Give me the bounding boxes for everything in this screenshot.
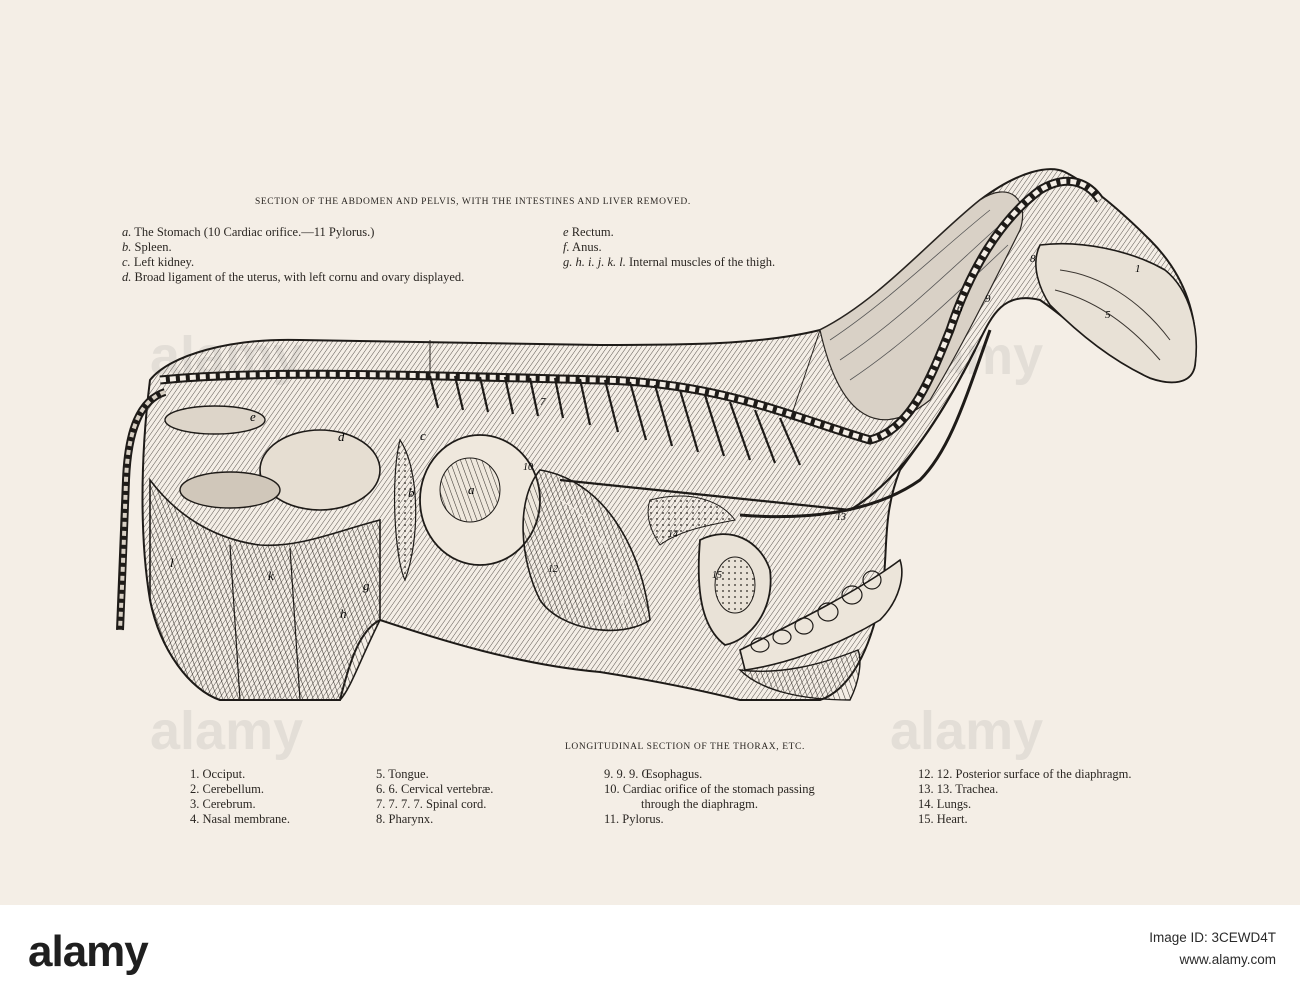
legend-item-continued: through the diaphragm. bbox=[641, 797, 758, 811]
watermark-bottom-right: alamy bbox=[890, 701, 1044, 761]
legend-item: 15. Heart. bbox=[918, 812, 968, 826]
legend-item: 10. Cardiac orifice of the stomach passi… bbox=[604, 782, 815, 796]
legend-key: b. bbox=[122, 240, 132, 254]
legend-text: Left kidney. bbox=[133, 255, 195, 269]
legend-item: 8. Pharynx. bbox=[376, 812, 434, 826]
label-10: 10 bbox=[523, 462, 533, 473]
sternebrae bbox=[750, 570, 882, 653]
legend-item: 11. Pylorus. bbox=[604, 812, 664, 826]
alamy-logo[interactable]: alamy bbox=[28, 927, 149, 976]
watermark-bottom-left: alamy bbox=[150, 701, 304, 761]
number-legend-col4: 12. 12. Posterior surface of the diaphra… bbox=[918, 767, 1131, 827]
legend-text: Anus. bbox=[572, 240, 602, 254]
spleen bbox=[393, 438, 417, 582]
legend-item: 7. 7. 7. 7. Spinal cord. bbox=[376, 797, 487, 811]
label-l: l bbox=[170, 555, 174, 570]
legend-item: 9. 9. 9. Œsophagus. bbox=[604, 767, 703, 781]
legend-item: 3. Cerebrum. bbox=[190, 797, 256, 811]
site-url[interactable]: www.alamy.com bbox=[1179, 952, 1276, 967]
label-k: k bbox=[268, 568, 274, 583]
thigh-muscles bbox=[149, 477, 381, 701]
diaphragm bbox=[522, 469, 651, 632]
footer-meta: Image ID: 3CEWD4T www.alamy.com bbox=[1149, 927, 1276, 971]
rib-cage bbox=[428, 375, 802, 466]
label-6: 6 bbox=[957, 303, 963, 315]
image-id: Image ID: 3CEWD4T bbox=[1149, 930, 1276, 945]
legend-item: 6. 6. Cervical vertebræ. bbox=[376, 782, 494, 796]
legend-row-c: c. Left kidney. bbox=[122, 255, 464, 270]
lungs bbox=[647, 495, 736, 546]
legend-key: e bbox=[563, 225, 569, 239]
number-legend-col2: 5. Tongue. 6. 6. Cervical vertebræ. 7. 7… bbox=[376, 767, 493, 827]
label-7: 7 bbox=[540, 396, 546, 408]
label-1: 1 bbox=[1135, 263, 1141, 275]
legend-key: d. bbox=[122, 270, 132, 284]
legend-row-a: a. The Stomach (10 Cardiac orifice.—11 P… bbox=[122, 225, 464, 240]
legend-row-e: e Rectum. bbox=[563, 225, 775, 240]
legend-item: 12. 12. Posterior surface of the diaphra… bbox=[918, 767, 1132, 781]
label-h: h bbox=[340, 606, 347, 621]
label-5: 5 bbox=[1105, 309, 1111, 321]
number-legend-col1: 1. Occiput. 2. Cerebellum. 3. Cerebrum. … bbox=[190, 767, 290, 827]
label-12: 12 bbox=[548, 564, 558, 575]
label-b: b bbox=[408, 485, 415, 500]
legend-row-b: b. Spleen. bbox=[122, 240, 464, 255]
head bbox=[1035, 242, 1198, 384]
label-a: a bbox=[468, 482, 475, 497]
trachea bbox=[739, 329, 992, 519]
label-9: 9 bbox=[985, 293, 991, 305]
legend-key: a. bbox=[122, 225, 132, 239]
label-13: 13 bbox=[836, 512, 846, 523]
label-14: 14 bbox=[668, 529, 678, 540]
legend-key: f. bbox=[563, 240, 570, 254]
legend-key: c. bbox=[122, 255, 131, 269]
legend-row-d: d. Broad ligament of the uterus, with le… bbox=[122, 270, 464, 285]
legend-item: 14. Lungs. bbox=[918, 797, 972, 811]
legend-item: 1. Occiput. bbox=[190, 767, 246, 781]
label-15: 15 bbox=[712, 570, 722, 581]
legend-text: Broad ligament of the uterus, with left … bbox=[134, 270, 465, 284]
letter-legend-left: a. The Stomach (10 Cardiac orifice.—11 P… bbox=[122, 225, 464, 285]
neck-muscle bbox=[819, 191, 1024, 421]
spinal-column bbox=[159, 176, 1104, 445]
legend-text: The Stomach (10 Cardiac orifice.—11 Pylo… bbox=[134, 225, 375, 239]
legend-key: g. h. i. j. k. l. bbox=[563, 255, 626, 269]
top-caption: SECTION OF THE ABDOMEN AND PELVIS, WITH … bbox=[255, 197, 691, 207]
legend-item: 13. 13. Trachea. bbox=[918, 782, 999, 796]
letter-legend-right: e Rectum. f. Anus. g. h. i. j. k. l. Int… bbox=[563, 225, 775, 270]
label-e: e bbox=[250, 409, 256, 424]
legend-item: 5. Tongue. bbox=[376, 767, 429, 781]
label-d: d bbox=[338, 429, 345, 444]
oesophagus bbox=[559, 349, 976, 512]
legend-text: Rectum. bbox=[571, 225, 614, 239]
label-8: 8 bbox=[1030, 253, 1036, 265]
rectum bbox=[164, 405, 266, 435]
bottom-caption: LONGITUDINAL SECTION OF THE THORAX, ETC. bbox=[565, 742, 805, 752]
fore-leg bbox=[738, 649, 861, 701]
uterus-ligament bbox=[259, 429, 381, 511]
legend-item: 2. Cerebellum. bbox=[190, 782, 264, 796]
label-c: c bbox=[420, 428, 426, 443]
number-legend-col3: 9. 9. 9. Œsophagus. 10. Cardiac orifice … bbox=[604, 767, 815, 827]
legend-text: Internal muscles of the thigh. bbox=[628, 255, 776, 269]
legend-row-f: f. Anus. bbox=[563, 240, 775, 255]
horse-anatomy-illustration: 1 5 6 8 9 7 10 12 13 14 15 a b c d e g h… bbox=[116, 168, 1198, 701]
label-g: g bbox=[363, 578, 370, 593]
legend-row-g-l: g. h. i. j. k. l. Internal muscles of th… bbox=[563, 255, 775, 270]
legend-item: 4. Nasal membrane. bbox=[190, 812, 290, 826]
footer-bar: alamy Image ID: 3CEWD4T www.alamy.com bbox=[0, 905, 1300, 1000]
legend-text: Spleen. bbox=[134, 240, 172, 254]
